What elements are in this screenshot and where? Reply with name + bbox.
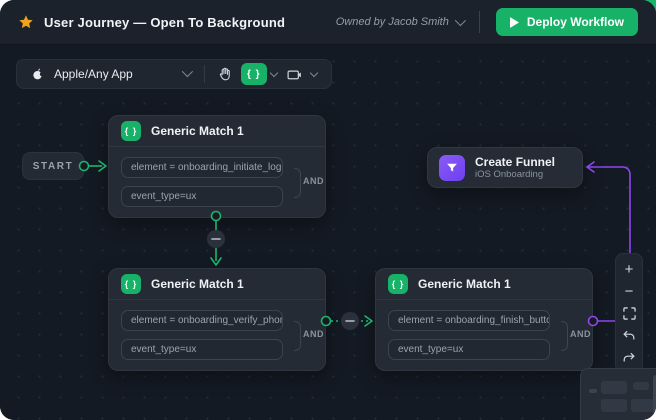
app-selector-label: Apple/Any App — [54, 67, 133, 81]
and-bracket — [294, 168, 301, 198]
pan-hand-tool[interactable] — [213, 62, 237, 86]
minimap-node — [601, 399, 627, 412]
header-right: Owned by Jacob Smith Deploy Workflow — [336, 8, 638, 36]
zoom-in-button[interactable]: + — [618, 259, 640, 279]
wire-match1-to-match2 — [207, 210, 225, 266]
operator-label: AND — [303, 329, 324, 339]
app-selector[interactable]: Apple/Any App — [25, 60, 196, 88]
node-generic-match-1[interactable]: { } Generic Match 1 element = onboarding… — [108, 115, 326, 218]
braces-icon: { } — [121, 121, 141, 141]
zoom-panel: + − — [615, 253, 643, 373]
minimap-node — [601, 381, 627, 394]
node-generic-match-3[interactable]: { } Generic Match 1 element = onboarding… — [375, 268, 593, 371]
redo-icon — [623, 352, 635, 362]
fit-view-button[interactable] — [618, 303, 640, 323]
page-title: User Journey — Open To Background — [44, 14, 286, 30]
owner-label: Owned by Jacob Smith — [335, 16, 449, 28]
condition-field[interactable]: element = onboarding_verify_phone — [121, 310, 283, 331]
and-bracket — [294, 321, 301, 351]
minimap-node — [631, 399, 655, 412]
condition-field[interactable]: event_type=ux — [121, 186, 283, 207]
header-left: User Journey — Open To Background — [18, 14, 285, 30]
start-node[interactable]: START — [22, 152, 84, 180]
header: User Journey — Open To Background Owned … — [0, 0, 656, 45]
undo-icon — [623, 330, 635, 340]
funnel-text: Create Funnel iOS Onboarding — [475, 155, 555, 181]
redo-button[interactable] — [618, 347, 640, 367]
wire-match2-to-match3 — [320, 312, 373, 330]
remove-connection-button[interactable] — [207, 230, 225, 248]
braces-icon: { } — [388, 274, 408, 294]
condition-field[interactable]: element = onboarding_initiate_login — [121, 157, 283, 178]
fit-view-icon — [622, 306, 636, 320]
zoom-out-button[interactable]: − — [618, 281, 640, 301]
condition-field[interactable]: event_type=ux — [121, 339, 283, 360]
deploy-label: Deploy Workflow — [526, 15, 624, 29]
minimap-node — [633, 382, 649, 390]
remove-connection-button[interactable] — [341, 312, 359, 330]
node-body: element = onboarding_initiate_login even… — [109, 147, 325, 217]
node-generic-match-2[interactable]: { } Generic Match 1 element = onboarding… — [108, 268, 326, 371]
operator-label: AND — [303, 176, 324, 186]
owner-dropdown[interactable]: Owned by Jacob Smith — [335, 14, 466, 28]
node-body: element = onboarding_verify_phone event_… — [109, 300, 325, 370]
and-bracket — [561, 321, 568, 351]
chevron-down-icon — [181, 65, 193, 77]
video-camera-icon — [287, 70, 302, 79]
braces-icon: { } — [121, 274, 141, 294]
condition-field[interactable]: element = onboarding_finish_button — [388, 310, 550, 331]
node-create-funnel[interactable]: Create Funnel iOS Onboarding — [427, 147, 583, 188]
node-body: element = onboarding_finish_button event… — [376, 300, 592, 370]
header-divider — [478, 11, 480, 33]
minimap-viewport — [653, 375, 656, 420]
undo-button[interactable] — [618, 325, 640, 345]
hand-icon — [219, 67, 230, 81]
minimap[interactable] — [580, 368, 656, 420]
node-header: { } Generic Match 1 — [109, 116, 325, 147]
deploy-workflow-button[interactable]: Deploy Workflow — [495, 8, 638, 36]
node-header: { } Generic Match 1 — [109, 269, 325, 300]
funnel-icon — [439, 154, 465, 181]
node-header: { } Generic Match 1 — [376, 269, 592, 300]
apple-icon — [31, 67, 45, 81]
recording-tool[interactable] — [283, 62, 307, 86]
braces-match-tool[interactable]: { } — [240, 63, 267, 85]
node-title: Generic Match 1 — [418, 277, 511, 291]
node-subtitle: iOS Onboarding — [475, 168, 544, 180]
toolbar-divider — [203, 65, 205, 83]
favorite-star-icon[interactable] — [18, 14, 34, 30]
minimap-node — [589, 389, 597, 393]
node-title: Generic Match 1 — [151, 124, 244, 138]
condition-field[interactable]: event_type=ux — [388, 339, 550, 360]
chevron-down-icon[interactable] — [309, 68, 318, 78]
node-title: Generic Match 1 — [151, 277, 244, 291]
node-title: Create Funnel — [475, 154, 556, 169]
operator-label: AND — [570, 329, 591, 339]
braces-icon: { } — [246, 68, 261, 80]
play-icon — [509, 16, 519, 28]
chevron-down-icon — [454, 14, 466, 27]
canvas-toolbar: Apple/Any App { } — [16, 59, 332, 89]
chevron-down-icon[interactable] — [269, 68, 278, 78]
flow-canvas[interactable]: Apple/Any App { } — [0, 45, 656, 420]
